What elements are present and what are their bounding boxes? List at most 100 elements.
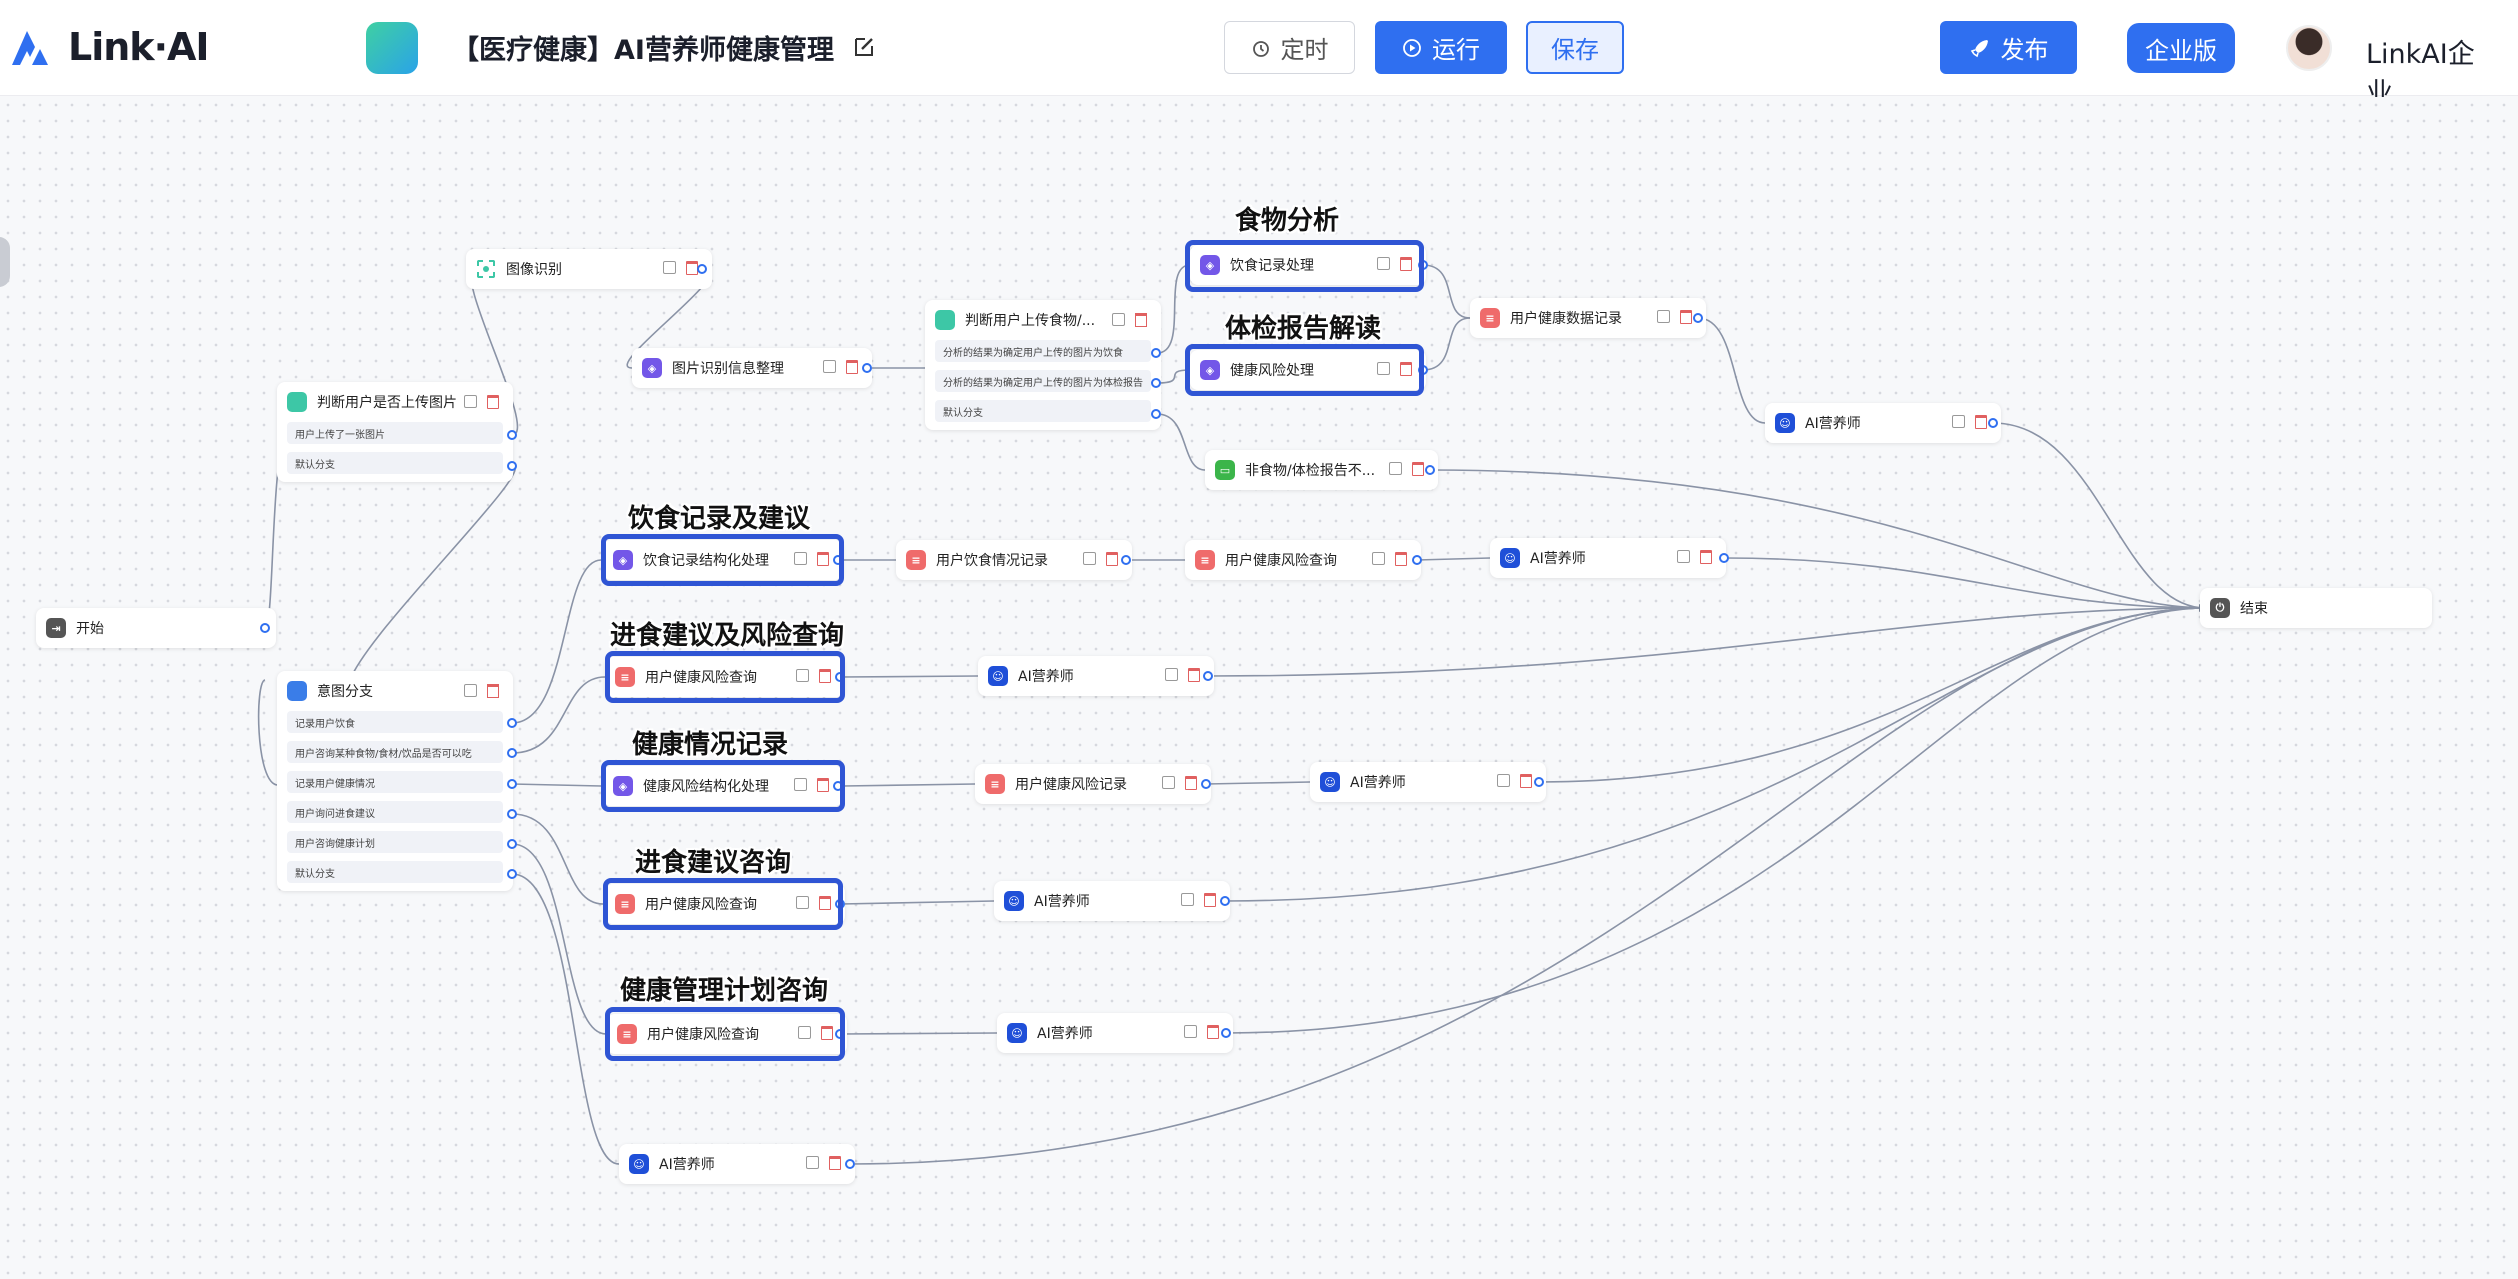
delete-icon[interactable] [1520,774,1532,788]
branch-output-port[interactable] [507,461,517,471]
delete-icon[interactable] [487,684,499,698]
node-output-port[interactable] [1418,365,1428,375]
copy-icon[interactable] [663,261,676,274]
node-output-port[interactable] [835,1029,845,1039]
delete-icon[interactable] [819,669,831,683]
copy-icon[interactable] [798,1026,811,1039]
risk-record-node[interactable]: ≡ 用户健康风险记录 [975,764,1211,804]
node-output-port[interactable] [1988,418,1998,428]
delete-icon[interactable] [1975,415,1987,429]
ai-nutritionist-node-3[interactable]: ☺ AI营养师 [1310,762,1546,802]
ai-nutritionist-node-top[interactable]: ☺ AI营养师 [1765,403,2001,443]
risk-query-node-2[interactable]: ≡ 用户健康风险查询 [605,657,845,697]
branch-output-port[interactable] [507,430,517,440]
copy-icon[interactable] [464,684,477,697]
ai-nutritionist-node-4[interactable]: ☺ AI营养师 [994,881,1230,921]
delete-icon[interactable] [1395,552,1407,566]
copy-icon[interactable] [1377,257,1390,270]
copy-icon[interactable] [1165,668,1178,681]
ai-nutritionist-node-2[interactable]: ☺ AI营养师 [978,656,1214,696]
copy-icon[interactable] [806,1156,819,1169]
start-node[interactable]: ⇥ 开始 [36,608,276,648]
node-output-port[interactable] [845,1159,855,1169]
copy-icon[interactable] [1389,462,1402,475]
start-output-port[interactable] [260,623,270,633]
judge-food-node[interactable]: 判断用户上传食物/... 分析的结果为确定用户上传的图片为饮食 分析的结果为确定… [925,300,1161,430]
diet-struct-node[interactable]: ◈ 饮食记录结构化处理 [603,540,843,580]
ai-nutritionist-node-5[interactable]: ☺ AI营养师 [997,1013,1233,1053]
delete-icon[interactable] [817,552,829,566]
delete-icon[interactable] [1400,362,1412,376]
branch-output-port[interactable] [1151,348,1161,358]
node-output-port[interactable] [697,264,707,274]
delete-icon[interactable] [819,896,831,910]
risk-process-node[interactable]: ◈ 健康风险处理 [1190,350,1426,390]
diet-process-node[interactable]: ◈ 饮食记录处理 [1190,245,1426,285]
non-food-message-node[interactable]: ▭ 非食物/体检报告不... [1205,450,1438,490]
branch-output-port[interactable] [507,839,517,849]
branch-output-port[interactable] [507,779,517,789]
copy-icon[interactable] [794,778,807,791]
delete-icon[interactable] [817,778,829,792]
run-button[interactable]: 运行 [1375,21,1507,74]
delete-icon[interactable] [821,1026,833,1040]
health-data-record-node[interactable]: ≡ 用户健康数据记录 [1470,298,1706,338]
delete-icon[interactable] [1185,776,1197,790]
node-output-port[interactable] [835,672,845,682]
node-output-port[interactable] [1121,555,1131,565]
image-recognition-node[interactable]: 图像识别 [466,249,712,289]
node-output-port[interactable] [833,781,843,791]
copy-icon[interactable] [794,552,807,565]
branch-output-port[interactable] [1151,409,1161,419]
node-output-port[interactable] [833,555,843,565]
node-output-port[interactable] [1534,777,1544,787]
copy-icon[interactable] [1377,362,1390,375]
copy-icon[interactable] [464,395,477,408]
copy-icon[interactable] [1184,1025,1197,1038]
delete-icon[interactable] [1188,668,1200,682]
delete-icon[interactable] [829,1156,841,1170]
branch-output-port[interactable] [507,718,517,728]
node-output-port[interactable] [1418,260,1428,270]
copy-icon[interactable] [1372,552,1385,565]
copy-icon[interactable] [1952,415,1965,428]
judge-image-node[interactable]: 判断用户是否上传图片 用户上传了一张图片 默认分支 [277,382,513,482]
delete-icon[interactable] [1135,313,1147,327]
save-button[interactable]: 保存 [1526,21,1624,74]
delete-icon[interactable] [1700,550,1712,564]
branch-output-port[interactable] [507,809,517,819]
copy-icon[interactable] [823,360,836,373]
copy-icon[interactable] [796,896,809,909]
ai-nutritionist-node-1[interactable]: ☺ AI营养师 [1490,538,1726,578]
copy-icon[interactable] [1657,310,1670,323]
brand-logo[interactable]: Link·AI [10,22,210,72]
node-output-port[interactable] [862,363,872,373]
publish-button[interactable]: 发布 [1940,21,2077,74]
ai-nutritionist-node-6[interactable]: ☺ AI营养师 [619,1144,855,1184]
end-node[interactable]: ⏻ 结束 [2200,588,2432,628]
node-output-port[interactable] [1203,671,1213,681]
sidebar-toggle[interactable] [0,237,10,287]
node-output-port[interactable] [1221,1028,1231,1038]
branch-output-port[interactable] [507,869,517,879]
copy-icon[interactable] [796,669,809,682]
enterprise-button[interactable]: 企业版 [2127,23,2235,73]
node-output-port[interactable] [1201,779,1211,789]
copy-icon[interactable] [1112,313,1125,326]
node-output-port[interactable] [1412,555,1422,565]
intent-branch-node[interactable]: 意图分支 记录用户饮食 用户咨询某种食物/食材/饮品是否可以吃 记录用户健康情况… [277,671,513,891]
node-output-port[interactable] [1220,896,1230,906]
delete-icon[interactable] [1400,257,1412,271]
copy-icon[interactable] [1677,550,1690,563]
edit-icon[interactable] [852,35,876,59]
node-output-port[interactable] [1425,465,1435,475]
node-output-port[interactable] [1719,553,1729,563]
delete-icon[interactable] [1207,1025,1219,1039]
risk-query-node-4[interactable]: ≡ 用户健康风险查询 [607,1014,847,1054]
delete-icon[interactable] [1106,552,1118,566]
delete-icon[interactable] [1204,893,1216,907]
copy-icon[interactable] [1083,552,1096,565]
copy-icon[interactable] [1162,776,1175,789]
delete-icon[interactable] [846,360,858,374]
risk-query-node-3[interactable]: ≡ 用户健康风险查询 [605,884,845,924]
